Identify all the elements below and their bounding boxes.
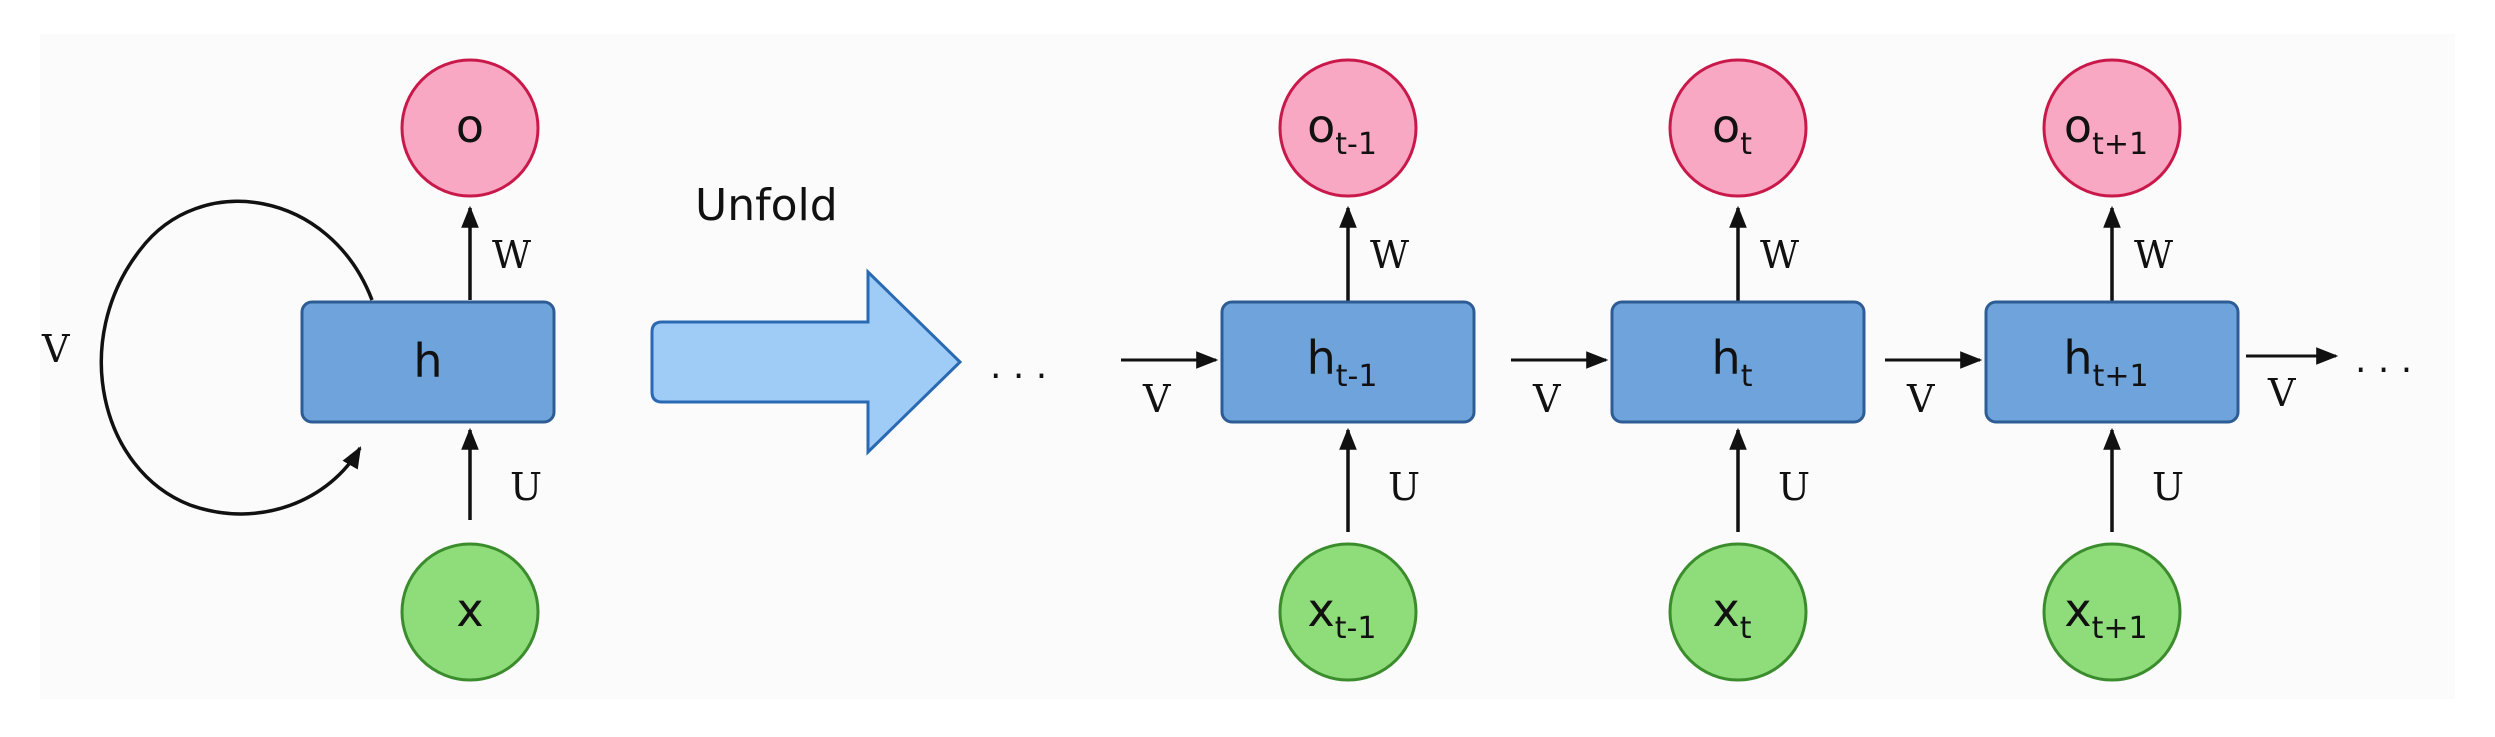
loop-v-label: V [41,327,70,371]
output-node-label: o [456,99,484,153]
input-node-label: xt-1 [1308,583,1377,646]
v-label: V [1142,377,1171,421]
folded-rnn: V o W h U x [41,58,556,682]
hidden-node-label: ht-1 [1307,331,1378,394]
hidden-node-label: ht+1 [2063,331,2148,394]
recurrent-loop-arrow [99,199,374,516]
input-node [400,542,540,682]
hidden-node-label: ht [1712,331,1753,394]
output-node-label: ot-1 [1307,99,1377,162]
w-label: W [1760,233,1799,277]
w-label: W [492,233,531,277]
output-node [2042,58,2182,198]
v-label: V [1906,377,1935,421]
u-label: U [1778,465,1810,509]
hidden-node [300,300,556,424]
input-node-label: xt [1713,583,1752,646]
hidden-node [1984,300,2240,424]
v-label: V [1532,377,1561,421]
ellipsis-right: · · · [2355,350,2412,391]
output-node-label: ot+1 [2064,99,2148,162]
input-node-label: x [456,583,483,637]
output-node-label: ot [1712,99,1752,162]
unfold-label: Unfold [695,180,838,231]
u-label: U [510,465,542,509]
hidden-node-label: h [413,334,442,388]
input-node [1668,542,1808,682]
input-node [2042,542,2182,682]
output-node [1278,58,1418,198]
w-label: W [1370,233,1409,277]
input-node [1278,542,1418,682]
output-node [400,58,540,198]
unfold-block-arrow [650,268,963,456]
u-label: U [1388,465,1420,509]
output-node [1668,58,1808,198]
unfold-arrow: Unfold [650,180,963,456]
ellipsis-left: · · · [990,356,1047,397]
w-label: W [2134,233,2173,277]
v-out-label: V [2267,371,2296,415]
input-node-label: xt+1 [2064,583,2147,646]
u-label: U [2152,465,2184,509]
hidden-node [1610,300,1866,424]
hidden-node [1220,300,1476,424]
